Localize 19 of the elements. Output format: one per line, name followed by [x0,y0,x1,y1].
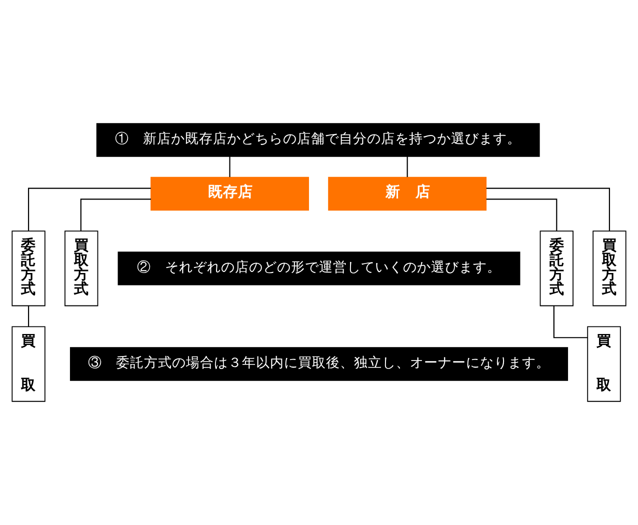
node-box: ② それぞれの店のどの形で運営していくのか選びます。 [118,252,520,286]
node-box: 新 店 [328,176,487,211]
node-box: 買取方式 [64,230,98,306]
connector [553,306,588,338]
connector [28,306,30,327]
node-box: 委託方式 [12,230,46,306]
connector [406,156,408,178]
node-box: 買取 [12,326,46,402]
connector [486,198,558,231]
node-box: 買取 [587,326,621,402]
node-box: 既存店 [150,176,309,211]
node-box: ③ 委託方式の場合は３年以内に買取後、独立し、オーナーになります。 [70,347,568,381]
connector [229,156,230,178]
connector [28,188,151,231]
connector [80,198,151,231]
node-box: 委託方式 [540,230,574,306]
node-box: ① 新店か既存店かどちらの店舗で自分の店を持つか選びます。 [96,123,540,157]
node-box: 買取方式 [592,230,626,306]
connector [486,188,610,231]
